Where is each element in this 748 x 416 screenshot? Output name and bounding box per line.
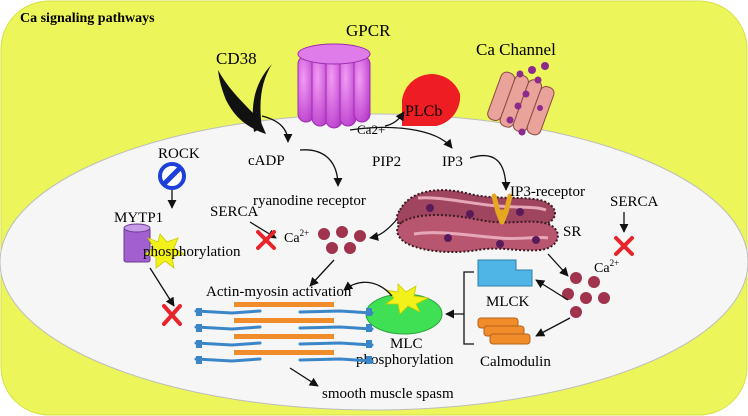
cd38-label: CD38: [216, 49, 257, 68]
mlc-phosphorylation-label: phosphorylation: [356, 352, 454, 368]
arrow-cadp-ryanodine: [299, 149, 343, 187]
cadp-label: cADP: [248, 153, 285, 169]
mlck-label: MLCK: [486, 294, 530, 310]
diagram-title: Ca signaling pathways: [20, 11, 155, 26]
mlc-label: MLC: [390, 336, 423, 352]
arrow-ip3-receptor: [469, 154, 511, 191]
actin-myosin-filaments: [194, 302, 374, 364]
ip3-receptor-icon: [491, 193, 513, 225]
spasm-label: smooth muscle spasm: [322, 386, 454, 402]
ca-right-label: Ca2+: [594, 258, 619, 276]
rock-label: ROCK: [158, 146, 200, 162]
arrow-ca-calmodulin: [535, 317, 571, 337]
plcb-enzyme: [402, 74, 461, 126]
phosphorylation-label: phosphorylation: [143, 244, 241, 260]
inhibit-x-serca-left: [256, 230, 276, 250]
inhibit-x-mytp1: [162, 304, 182, 326]
ip3-label: IP3: [442, 154, 463, 170]
pip2-label: PIP2: [372, 154, 401, 170]
cd38-receptor: [218, 64, 272, 134]
arrow-mlc-actin: [343, 281, 393, 297]
ryanodine-label: ryanodine receptor: [253, 193, 366, 209]
arrow-pip2-ip3: [349, 126, 453, 149]
inhibit-x-serca-right: [614, 236, 634, 256]
arrow-cd38-cadp: [261, 115, 293, 143]
ca2plus-label: Ca2+: [357, 122, 385, 137]
ca-left-label: Ca2+: [284, 228, 309, 246]
ca-ions-left: [318, 226, 366, 254]
serca-right-label: SERCA: [610, 194, 659, 210]
plcb-label: PLCb: [405, 103, 442, 120]
ip3-receptor-label: IP3-receptor: [510, 184, 585, 200]
bracket-mlck-calmodulin: [463, 271, 474, 345]
arrow-sr-ca-left: [369, 217, 399, 241]
gpcr-receptor: [297, 43, 371, 129]
arrow-ca-actin: [309, 259, 335, 287]
inner-cell: [0, 113, 748, 411]
rock-inhibitor-icon: [158, 162, 186, 190]
calmodulin-label: Calmodulin: [480, 354, 551, 370]
arrow-sr-ca-right: [547, 253, 569, 277]
ca-channel-ions: [506, 62, 549, 136]
ca-channel-label: Ca Channel: [476, 40, 556, 59]
mytp1-label: MYTP1: [114, 210, 163, 226]
mlck-icon: [477, 259, 533, 287]
actin-myosin-label: Actin-myosin activation: [206, 284, 352, 300]
sarcoplasmic-reticulum: [395, 189, 559, 253]
mytp1-phospho-star: [144, 233, 186, 269]
sr-label: SR: [563, 224, 581, 240]
gpcr-label: GPCR: [346, 21, 391, 40]
mytp1-protein: [123, 223, 151, 263]
arrow-actin-spasm: [289, 367, 319, 387]
arrow-ca-mlck: [535, 279, 569, 301]
arrow-mytp1-inhibit: [149, 267, 175, 307]
ca-ions-right: [562, 272, 610, 318]
calmodulin-icon: [477, 317, 531, 345]
arrow-ca-plcb: [384, 111, 405, 127]
serca-left-label: SERCA: [210, 204, 259, 220]
